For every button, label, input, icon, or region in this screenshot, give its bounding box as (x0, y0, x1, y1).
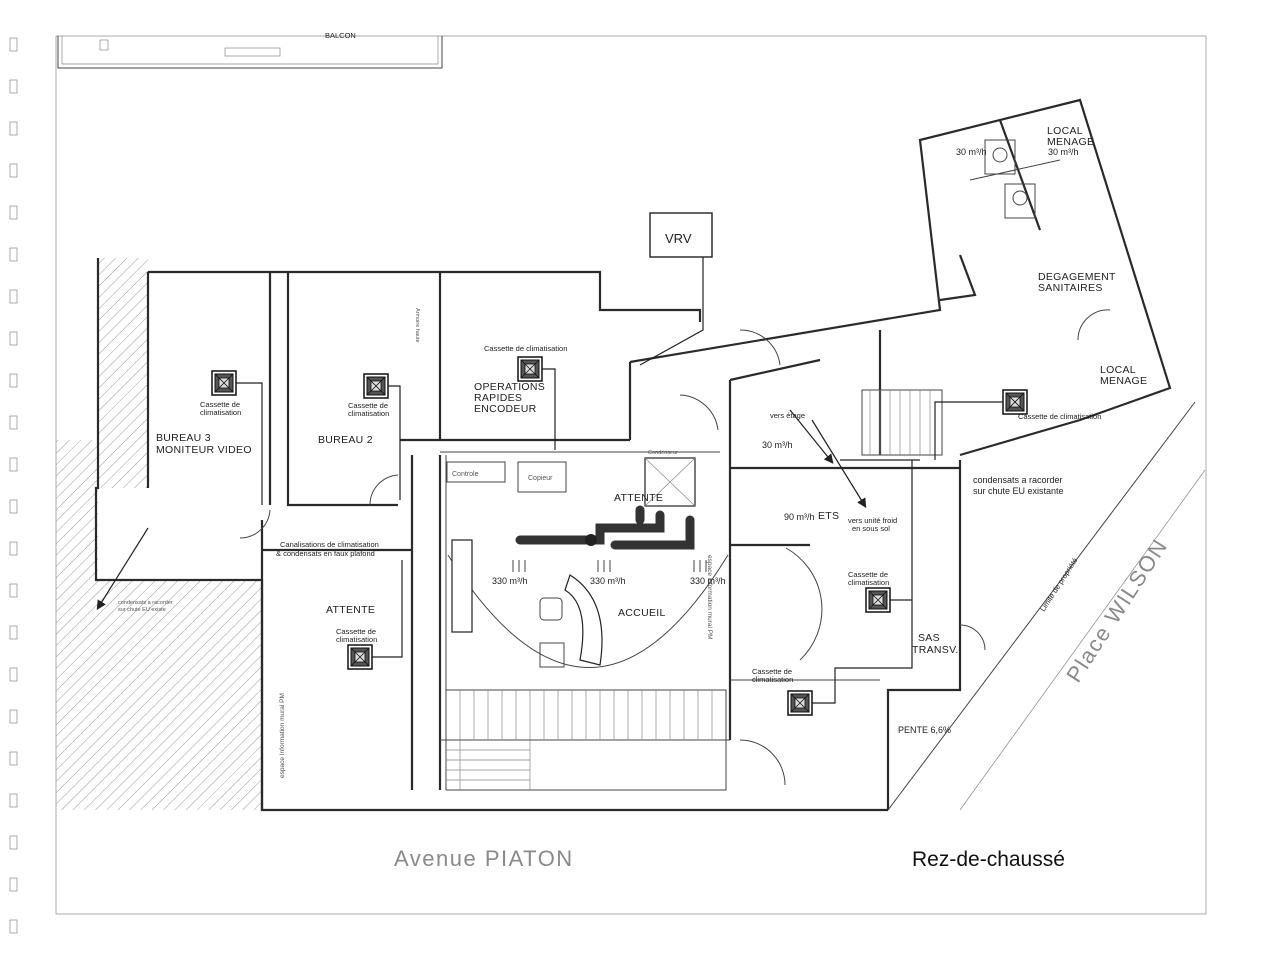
accueil-arc (447, 554, 729, 668)
cassette-icon-sas (787, 690, 813, 716)
room-local-menage-top-line2: MENAGE (1047, 136, 1094, 148)
cassette-icon-degagement (1002, 389, 1028, 415)
cassette-label-degagement: Cassette de climatisation (1018, 412, 1101, 421)
vers-unite-line2: en sous sol (852, 524, 890, 533)
cassette-label-attente-l1: Cassette de (336, 627, 376, 636)
property-line (887, 401, 1196, 811)
cassette-icon-ets (865, 587, 891, 613)
cassette-label-operations: Cassette de climatisation (484, 344, 567, 353)
cassette-label-attente-l2: climatisation (336, 635, 377, 644)
sanitary-fixtures (969, 139, 1061, 219)
cassette-label-sas-l1: Cassette de (752, 667, 792, 676)
cassette-labels: Cassette de climatisation Cassette de cl… (200, 344, 1101, 684)
vrv-unit (649, 212, 713, 258)
condenseur-label: Condenseur (648, 450, 678, 456)
pente-label: PENTE 6,6% (898, 725, 951, 735)
airflow-wc: 30 m³/h (956, 147, 987, 157)
armoire-label: Armoire haute (414, 308, 420, 343)
accueil-desk (564, 574, 603, 666)
room-local-menage-top-line1: LOCAL (1047, 125, 1083, 137)
room-sas-line1: SAS (918, 632, 940, 644)
condensats-small-line2: sur chute EU existe (118, 607, 166, 613)
airflow-attente-right: 30 m³/h (762, 440, 793, 450)
arrow-icon-vers-unite (811, 419, 867, 509)
cassette-icon-operations (517, 356, 543, 382)
limite-label: Limite de propriété (1038, 556, 1079, 613)
accueil-bench (451, 539, 473, 633)
canalisations-line2: & condensats en faux plafond (276, 549, 375, 558)
vers-etage: vers étage (770, 411, 805, 420)
room-degagement-line2: SANITAIRES (1038, 282, 1103, 294)
outer-walls (94, 98, 1172, 812)
airflow-accueil-3: 330 m³/h (690, 576, 726, 586)
arrow-icon-vers-etage (789, 409, 834, 464)
cassette-label-bureau3-l2: climatisation (200, 408, 241, 417)
room-attente-left: ATTENTE (326, 604, 375, 616)
airflow-accueil-1: 330 m³/h (492, 576, 528, 586)
cassette-icon-attente (347, 644, 373, 670)
room-local-menage-right-line1: LOCAL (1100, 364, 1136, 376)
street-avenue-piaton: Avenue PIATON (394, 846, 574, 871)
accueil-side-table (539, 642, 565, 668)
hatched-zone-bottom-left (98, 580, 262, 810)
arrow-icon-condensats (96, 527, 149, 611)
room-local-menage-right-line2: MENAGE (1100, 375, 1147, 387)
hatched-zone-left-upper (98, 258, 148, 488)
room-degagement-line1: DEGAGEMENT (1038, 271, 1116, 283)
cassette-icon-bureau2 (363, 373, 389, 399)
hatched-zone-left-lower (56, 440, 98, 810)
balcony: BALCON (57, 31, 443, 69)
stairs-bottom (445, 689, 727, 791)
airflow-local-menage: 30 m³/h (1048, 147, 1079, 157)
interior-walls (262, 119, 1042, 790)
room-sas-line2: TRANSV. (912, 644, 959, 656)
cassette-label-sas-l2: climatisation (752, 675, 793, 684)
room-ets: ETS (818, 510, 839, 522)
room-operations-line3: ENCODEUR (474, 403, 537, 415)
binder-holes (9, 37, 18, 934)
room-attente-center: ATTENTE (614, 492, 663, 504)
controle-label: Controle (452, 471, 479, 478)
espace-info-center: espace information mural PM (706, 555, 713, 640)
espace-info-left: espace Information mural PM (279, 693, 286, 778)
plan-title: Rez-de-chaussé (912, 848, 1065, 871)
cassette-label-bureau2-l2: climatisation (348, 409, 389, 418)
room-bureau3-line1: BUREAU 3 (156, 432, 211, 444)
airflow-labels: 30 m³/h 30 m³/h 30 m³/h 90 m³/h 330 m³/h… (492, 147, 1079, 586)
copieur (517, 461, 567, 493)
room-bureau2: BUREAU 2 (318, 434, 373, 446)
vrv-label: VRV (665, 231, 692, 246)
controle-desk (446, 461, 506, 483)
room-operations-line1: OPERATIONS (474, 381, 545, 393)
cassette-label-ets-l1: Cassette de (848, 570, 888, 579)
condensats-small-line1: condensats a racorder (118, 600, 173, 606)
airflow-ets: 90 m³/h (784, 512, 815, 522)
condensats-line2: sur chute EU existante (973, 486, 1064, 496)
room-labels: BUREAU 3 MONITEUR VIDEO BUREAU 2 OPERATI… (156, 125, 1147, 656)
vers-unite-line1: vers unité froid (848, 516, 897, 525)
condensats-line1: condensats a racorder (973, 475, 1063, 485)
cassette-label-bureau3-l1: Cassette de (200, 400, 240, 409)
room-bureau3-line2: MONITEUR VIDEO (156, 444, 252, 456)
cassette-label-bureau2-l1: Cassette de (348, 401, 388, 410)
supply-ducts (515, 505, 695, 550)
balcony-label: BALCON (325, 31, 356, 40)
stairs-right (861, 389, 943, 456)
cassette-icon-bureau3 (211, 370, 237, 396)
airflow-accueil-2: 330 m³/h (590, 576, 626, 586)
door-swings (239, 309, 1111, 786)
canalisations-line1: Canalisations de climatisation (280, 540, 379, 549)
accueil-chair (539, 597, 563, 621)
cassette-piping (236, 368, 1003, 704)
room-accueil: ACCUEIL (618, 607, 666, 619)
copieur-label: Copieur (528, 475, 553, 482)
street-edge (959, 469, 1206, 811)
cassette-label-ets-l2: climatisation (848, 578, 889, 587)
airflow-arrows (512, 560, 707, 572)
room-operations-line2: RAPIDES (474, 392, 522, 404)
